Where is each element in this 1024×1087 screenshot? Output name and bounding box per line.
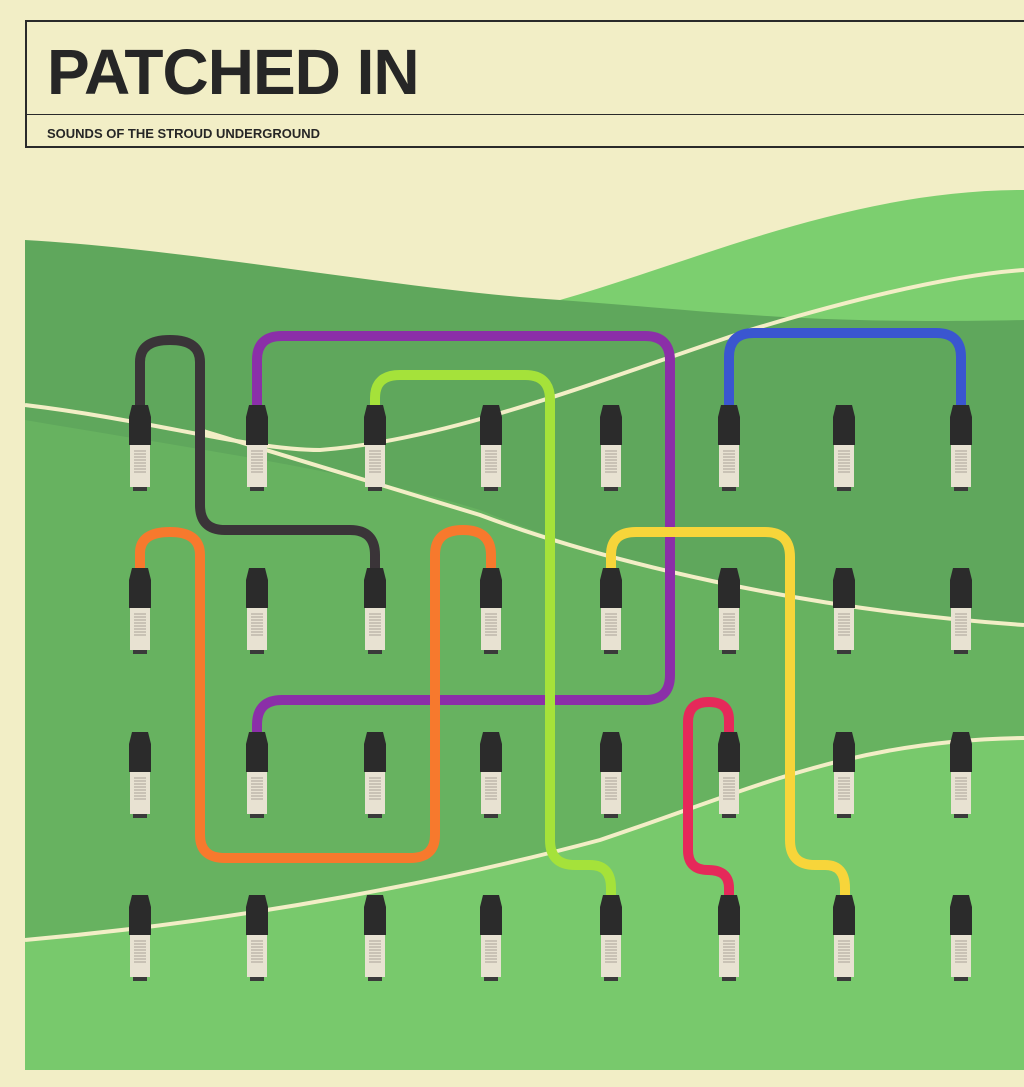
xlr-connector-icon [718,895,740,981]
xlr-connector-icon [129,405,151,491]
cables [135,328,966,898]
hills [24,190,1024,1070]
xlr-connector-icon [833,405,855,491]
album-subtitle: SOUNDS OF THE STROUD UNDERGROUND [47,126,321,141]
title-divider [27,114,1024,115]
title-box: PATCHED IN SOUNDS OF THE STROUD UNDERGRO… [25,20,1024,148]
xlr-connector-icon [364,895,386,981]
xlr-connector-icon [950,405,972,491]
xlr-connector-icon [246,732,268,818]
xlr-connector-icon [833,732,855,818]
xlr-connector-icon [950,732,972,818]
xlr-connector-icon [600,732,622,818]
xlr-connector-icon [246,405,268,491]
xlr-connector-icon [600,895,622,981]
xlr-connector-icon [600,405,622,491]
xlr-connector-icon [950,895,972,981]
cable-blue [724,328,966,410]
xlr-connector-icon [833,568,855,654]
cable-lime [370,370,616,898]
xlr-connector-icon [364,405,386,491]
cable-yellow [606,527,850,898]
xlr-connector-icon [246,895,268,981]
ridge-line [24,736,1024,942]
xlr-connector-icon [480,895,502,981]
xlr-connector-icon [600,568,622,654]
xlr-connector-icon [718,732,740,818]
cable-orange [135,525,496,863]
xlr-connector-icon [833,895,855,981]
xlr-connector-icon [364,568,386,654]
xlr-connector-icon [129,568,151,654]
xlr-connector-icon [718,405,740,491]
xlr-connector-icon [480,732,502,818]
connector-grid [129,405,972,981]
cable-red [683,697,734,898]
cable-black [135,335,380,572]
cable-purple [252,331,675,736]
xlr-connector-icon [480,405,502,491]
hill-front [25,738,1024,1070]
xlr-connector-icon [129,895,151,981]
xlr-connector-icon [129,732,151,818]
xlr-connector-icon [950,568,972,654]
xlr-connector-icon [480,568,502,654]
album-title: PATCHED IN [47,36,420,108]
xlr-connector-icon [718,568,740,654]
xlr-connector-icon [364,732,386,818]
xlr-connector-icon [246,568,268,654]
